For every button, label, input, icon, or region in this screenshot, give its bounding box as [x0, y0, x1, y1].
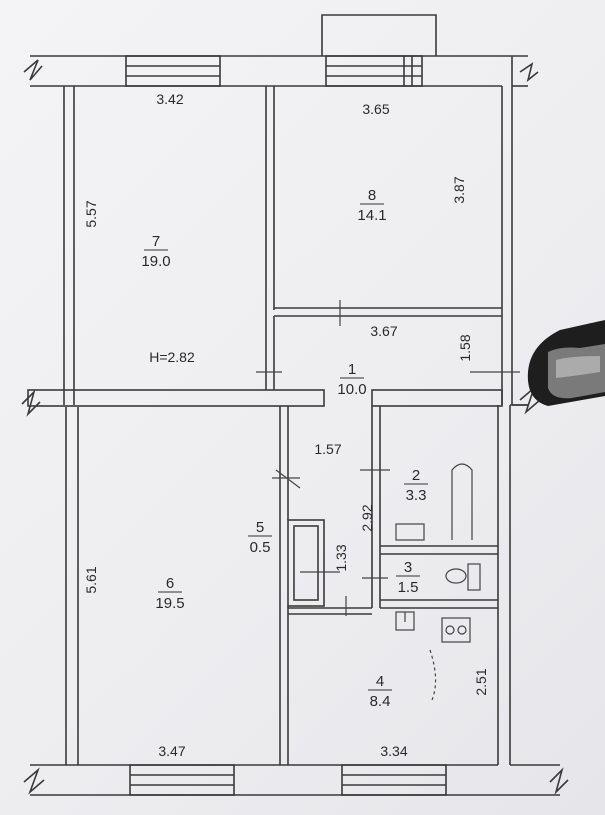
- dim-bath-length: 2.92: [359, 504, 375, 531]
- dim-corridor-width: 1.57: [314, 441, 341, 457]
- dim-room6-width: 3.47: [158, 743, 185, 759]
- dim-room7-length: 5.57: [83, 200, 99, 227]
- dim-room8-width: 3.65: [362, 101, 389, 117]
- room-number: 7: [152, 233, 160, 250]
- marker-pen-cap: [527, 320, 605, 406]
- room-area: 19.5: [155, 595, 184, 612]
- room-8-label: 8 14.1: [357, 187, 386, 224]
- room-3-label: 3 1.5: [396, 559, 420, 596]
- room-4-label: 4 8.4: [368, 673, 392, 710]
- dim-closet-length: 1.33: [333, 544, 349, 571]
- room-number: 5: [256, 519, 264, 536]
- dim-room7-width: 3.42: [156, 91, 183, 107]
- ceiling-height: H=2.82: [149, 349, 195, 365]
- room-area: 8.4: [370, 693, 391, 710]
- dim-hall-width: 3.67: [370, 323, 397, 339]
- dim-room8-length: 3.87: [451, 176, 467, 203]
- dim-kitchen-width: 3.34: [380, 743, 407, 759]
- room-area: 3.3: [406, 487, 427, 504]
- room-number: 6: [166, 575, 174, 592]
- walls: [21, 14, 569, 796]
- room-labels: 7 19.0 8 14.1 1 10.0 2 3.3 3 1.5 5 0.5: [141, 187, 428, 710]
- dim-hall-depth: 1.58: [457, 334, 473, 361]
- room-1-label: 1 10.0: [337, 361, 366, 398]
- dimension-labels: 3.42 5.57 3.65 3.87 3.67 1.58 1.57 2.92 …: [83, 91, 489, 759]
- room-area: 19.0: [141, 253, 170, 270]
- room-number: 2: [412, 467, 420, 484]
- room-number: 8: [368, 187, 376, 204]
- room-number: 3: [404, 559, 412, 576]
- dim-room6-length: 5.61: [83, 566, 99, 593]
- room-7-label: 7 19.0: [141, 233, 170, 270]
- room-area: 10.0: [337, 381, 366, 398]
- room-2-label: 2 3.3: [404, 467, 428, 504]
- room-area: 14.1: [357, 207, 386, 224]
- room-number: 4: [376, 673, 384, 690]
- room-number: 1: [348, 361, 356, 378]
- room-5-label: 5 0.5: [248, 519, 272, 556]
- fixtures: [256, 300, 520, 701]
- room-6-label: 6 19.5: [155, 575, 184, 612]
- room-area: 0.5: [250, 539, 271, 556]
- room-area: 1.5: [398, 579, 419, 596]
- dim-kitchen-length: 2.51: [473, 668, 489, 695]
